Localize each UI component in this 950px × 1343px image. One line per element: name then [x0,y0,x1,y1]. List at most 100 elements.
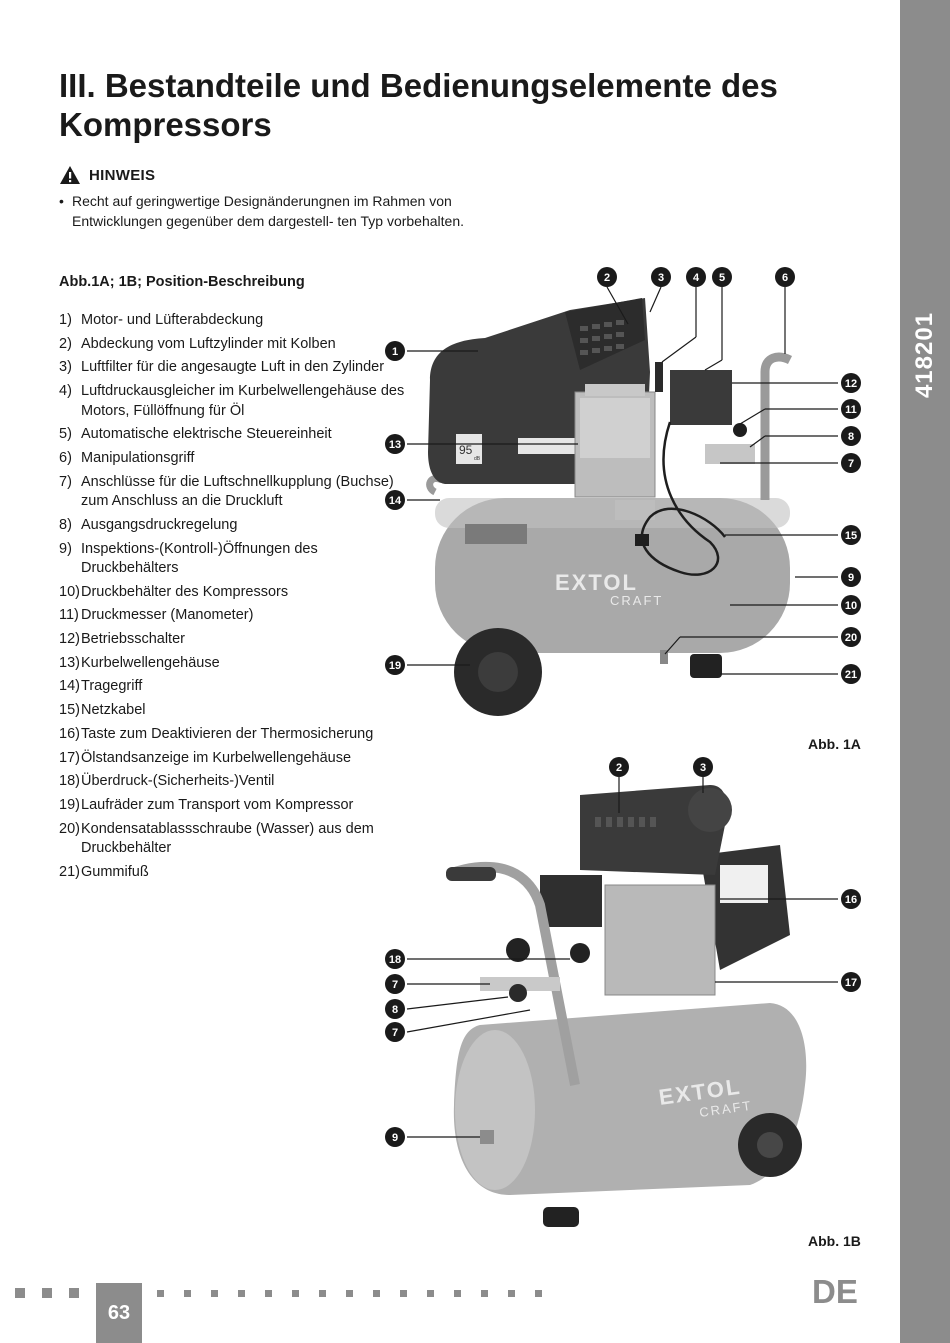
list-item-number: 3) [59,359,72,376]
list-item-text: Luftfilter für die angesaugte Luft in de… [81,359,385,376]
callout-number: 17 [845,977,857,989]
noise-label [456,434,482,464]
callout-number: 4 [693,272,700,284]
handle-grip [446,867,496,881]
list-item-text: Tragegriff [81,678,143,695]
footer-dots-left [15,1288,79,1298]
pressure-gauge [733,423,747,437]
callout-number: 9 [392,1132,398,1144]
callout-number: 18 [389,954,401,966]
brand-sub: CRAFT [698,1098,753,1120]
list-item: 11)Druckmesser (Manometer) [59,606,409,626]
list-item-text: Betriebsschalter [81,631,185,648]
callout-marker [651,267,671,287]
list-item: 4) Luftdruckausgleicher im Kurbelwellenge… [59,382,409,421]
callout-number: 15 [845,530,857,542]
list-item-text: Druckmesser (Manometer) [81,607,254,624]
list-item-text: Überdruck-(Sicherheits-)Ventil [81,773,275,790]
callout-marker [385,999,405,1019]
list-item-number: 12) [59,631,80,648]
callout-number: 8 [848,431,854,443]
list-item: 21)Gummifuß [59,863,409,883]
callout-marker [693,757,713,777]
list-item-number: 20) [59,820,80,837]
air-filter [655,362,663,392]
callout-number: 6 [782,272,788,284]
list-item-text: Luftdruckausgleicher im Kurbelwellengehä… [81,383,405,419]
figure-1b-caption: Abb. 1B [808,1233,861,1249]
callout-marker [841,889,861,909]
list-item-number: 1) [59,312,72,328]
tank-end [455,1030,535,1190]
hinweis-header: HINWEIS [59,165,155,185]
callout-number: 20 [845,632,857,644]
callout-number: 11 [845,404,857,416]
fittings [480,977,560,991]
hinweis-text: Recht auf geringwertige Designänderungne… [72,193,464,229]
list-item-number: 2) [59,335,72,352]
callout-number: 3 [658,272,664,284]
callout-marker [686,267,706,287]
list-item: 6) Manipulationsgriff [59,449,409,469]
pressure-regulator [509,984,527,1002]
list-item-number: 18) [59,773,80,790]
list-item-number: 16) [59,725,80,742]
callout-number: 12 [845,378,857,390]
callout-number: 8 [392,1004,398,1016]
callout-marker [841,627,861,647]
crank-base [615,500,655,520]
callout-number: 10 [845,600,857,612]
callout-number: 9 [848,572,854,584]
list-item: 10)Druckbehälter des Kompressors [59,583,409,603]
list-item: 18)Überdruck-(Sicherheits-)Ventil [59,772,409,792]
list-item-text: Netzkabel [81,702,146,719]
list-item-number: 21) [59,863,80,880]
list-item: 7)Anschlüsse für die Luftschnellkupplung… [59,473,409,512]
callout-marker [385,434,405,454]
side-strip [900,0,950,1343]
list-item-text: Taste zum Deaktivieren der Thermosicheru… [81,725,374,742]
drain-screw [660,650,668,664]
pressure-gauge-2 [570,943,590,963]
callout-marker [385,341,405,361]
list-item-number: 4) [59,383,72,400]
page-title: III. Bestandteile und Bedienungselemente… [59,67,778,143]
list-item: 8)Ausgangsdruckregelung [59,516,409,536]
list-item-number: 6) [59,449,72,466]
list-item: 1)Motor- und Lüfterabdeckung [59,311,409,331]
callout-number: 13 [389,439,401,451]
list-item-text: Anschlüsse für die Luftschnellkupplung (… [81,473,394,510]
callout-marker [609,757,629,777]
list-item: 9)Inspektions-(Kontroll-)Öffnungen des D… [59,540,409,579]
leader-lines [406,777,838,1138]
tank-label [465,524,527,544]
pressure-switch [540,875,602,927]
callout-marker [841,399,861,419]
fittings [705,444,755,464]
list-item: 12)Betriebsschalter [59,630,409,650]
footer-dots-right [157,1290,542,1297]
callout-marker [385,949,405,969]
manipulation-handle [760,352,793,500]
list-item-text: Ölstandsanzeige im Kurbelwellengehäuse [81,749,352,766]
callout-marker [712,267,732,287]
pressure-tank [453,1003,807,1195]
crankcase [604,884,716,996]
callout-marker [841,595,861,615]
list-item-text: Inspektions-(Kontroll-)Öffnungen des Dru… [81,540,318,577]
list-item-number: 19) [59,796,80,813]
page-number: 63 [96,1283,142,1343]
callout-marker [841,453,861,473]
list-item-text: Laufräder zum Transport vom Kompressor [81,796,354,813]
noise-value: 95 [459,443,473,457]
wheel-hub [478,652,518,692]
pressure-switch [670,370,732,425]
list-item-text: Kurbelwellengehäuse [81,654,220,671]
list-item-text: Manipulationsgriff [81,449,195,466]
callout-number: 2 [616,762,622,774]
callout-marker [841,664,861,684]
rubber-foot [543,1207,579,1227]
wheel-hub [757,1132,783,1158]
